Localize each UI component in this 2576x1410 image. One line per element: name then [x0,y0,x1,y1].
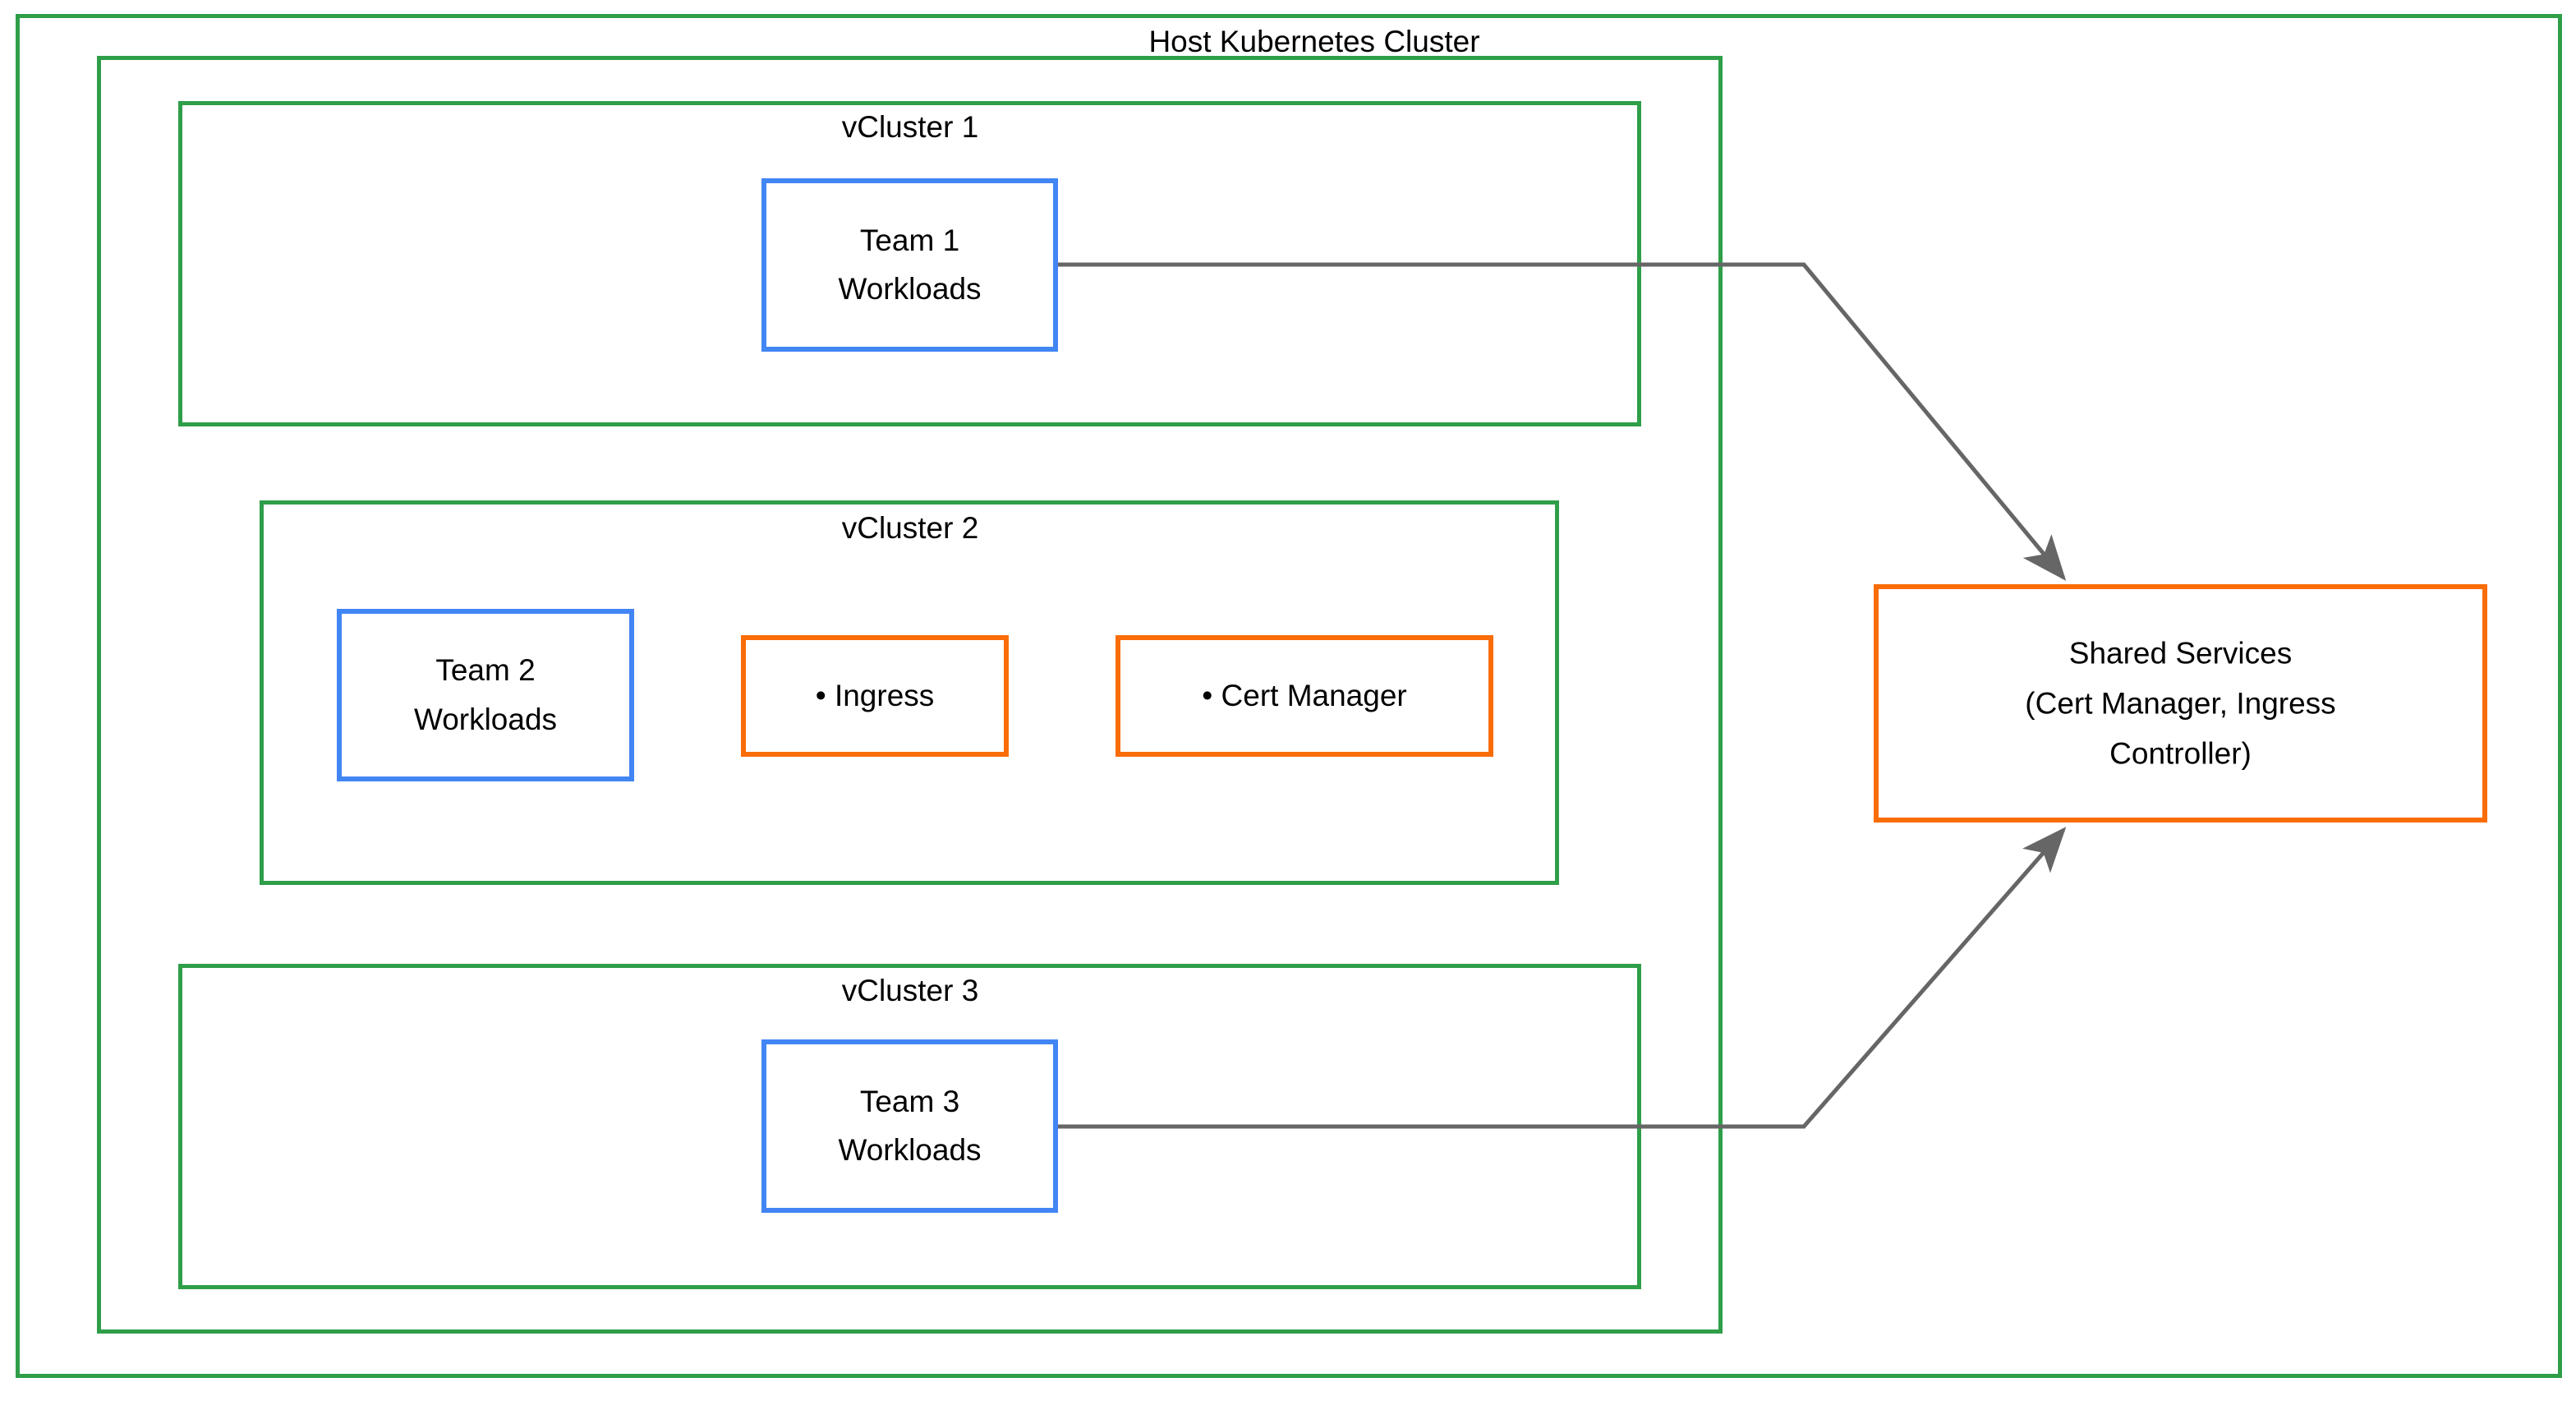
team-3-line-2: Workloads [838,1133,982,1168]
cert-manager-label-wrap: • Cert Manager [1120,678,1488,714]
shared-services-line-3: Controller) [2109,736,2252,771]
cert-manager-service-box[interactable]: • Cert Manager [1116,635,1493,757]
vcluster-2-label: vCluster 2 [841,511,979,545]
shared-services-line-2: (Cert Manager, Ingress [2025,686,2336,721]
host-cluster-inner-frame [97,56,1723,1334]
shared-services-box[interactable]: Shared Services (Cert Manager, Ingress C… [1874,584,2487,822]
ingress-label-wrap: • Ingress [746,678,1004,714]
bullet-icon: • [1202,678,1213,712]
team-1-workloads-text: Team 1 Workloads [766,216,1053,315]
bullet-icon: • [815,678,826,712]
team-2-workloads-text: Team 2 Workloads [342,646,629,744]
cert-manager-label: Cert Manager [1221,678,1407,712]
shared-services-text: Shared Services (Cert Manager, Ingress C… [1879,628,2482,778]
outer-frame [16,14,2562,1378]
team-1-line-2: Workloads [838,272,982,306]
shared-services-line-1: Shared Services [2068,636,2293,670]
team-2-line-1: Team 2 [435,653,536,688]
vcluster-2-box[interactable] [260,500,1559,885]
team-2-workloads-box[interactable]: Team 2 Workloads [337,609,634,781]
team-1-line-1: Team 1 [859,223,960,257]
team-3-workloads-box[interactable]: Team 3 Workloads [761,1039,1058,1213]
ingress-label: Ingress [834,678,935,712]
team-1-workloads-box[interactable]: Team 1 Workloads [761,178,1058,352]
team-2-line-2: Workloads [413,703,558,736]
host-cluster-title: Host Kubernetes Cluster [1148,25,1480,58]
team-3-workloads-text: Team 3 Workloads [766,1077,1053,1176]
team-3-line-1: Team 3 [859,1084,960,1118]
vcluster-1-label: vCluster 1 [841,110,979,144]
vcluster-3-label: vCluster 3 [841,974,979,1007]
ingress-service-box[interactable]: • Ingress [741,635,1009,757]
